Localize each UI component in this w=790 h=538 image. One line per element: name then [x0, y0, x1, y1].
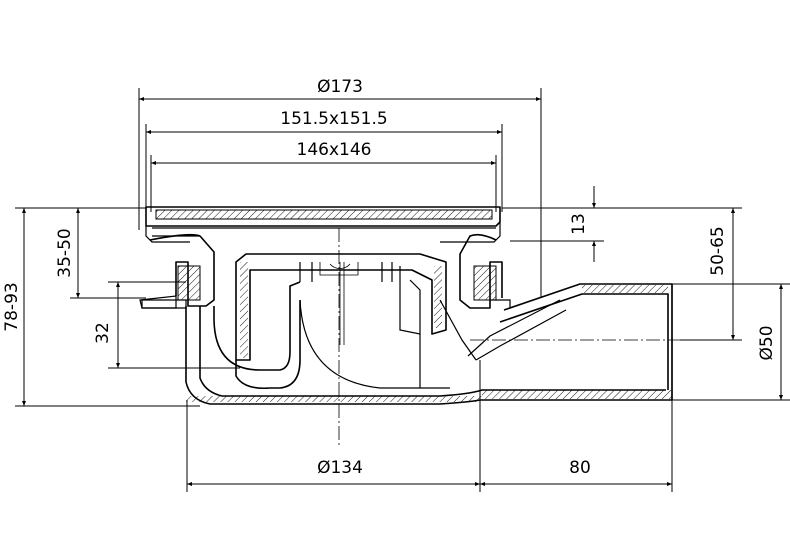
dim-diameter-173: Ø173: [138, 77, 542, 298]
dim-adjust-height: 35-50: [55, 208, 146, 299]
dim-label-grate: 146x146: [297, 140, 372, 160]
dim-label-grate-frame: 151.5x151.5: [280, 109, 387, 129]
dim-outlet-diameter: Ø50: [672, 283, 790, 401]
dim-label-adjust-height: 35-50: [55, 228, 75, 277]
membrane-flange: [139, 284, 177, 309]
dim-grate: 146x146: [150, 140, 497, 212]
dim-grate-frame: 151.5x151.5: [145, 109, 503, 212]
dim-outlet-height: 50-65: [604, 207, 742, 341]
drain-body: [185, 281, 672, 405]
dim-label-body-diameter: Ø134: [317, 458, 363, 478]
dim-outlet-depth: 32: [93, 281, 240, 369]
dim-frame-height: 13: [502, 186, 604, 262]
adjustment-collar: [141, 233, 511, 309]
dim-label-total-height: 78-93: [2, 282, 22, 331]
grate-frame: [145, 206, 501, 243]
dim-outlet-length: 80: [480, 400, 673, 492]
dim-label-diameter-173: Ø173: [317, 77, 363, 97]
dim-total-height: 78-93: [2, 207, 200, 407]
dim-body-diameter: Ø134: [186, 360, 481, 492]
outlet-pipe: [439, 283, 673, 400]
dim-label-outlet-length: 80: [569, 458, 591, 478]
dim-label-outlet-diameter: Ø50: [757, 325, 777, 360]
dim-label-frame-height: 13: [569, 213, 589, 235]
dim-label-outlet-height: 50-65: [708, 226, 728, 275]
dim-label-outlet-depth: 32: [93, 322, 113, 344]
odour-trap: [235, 253, 447, 361]
